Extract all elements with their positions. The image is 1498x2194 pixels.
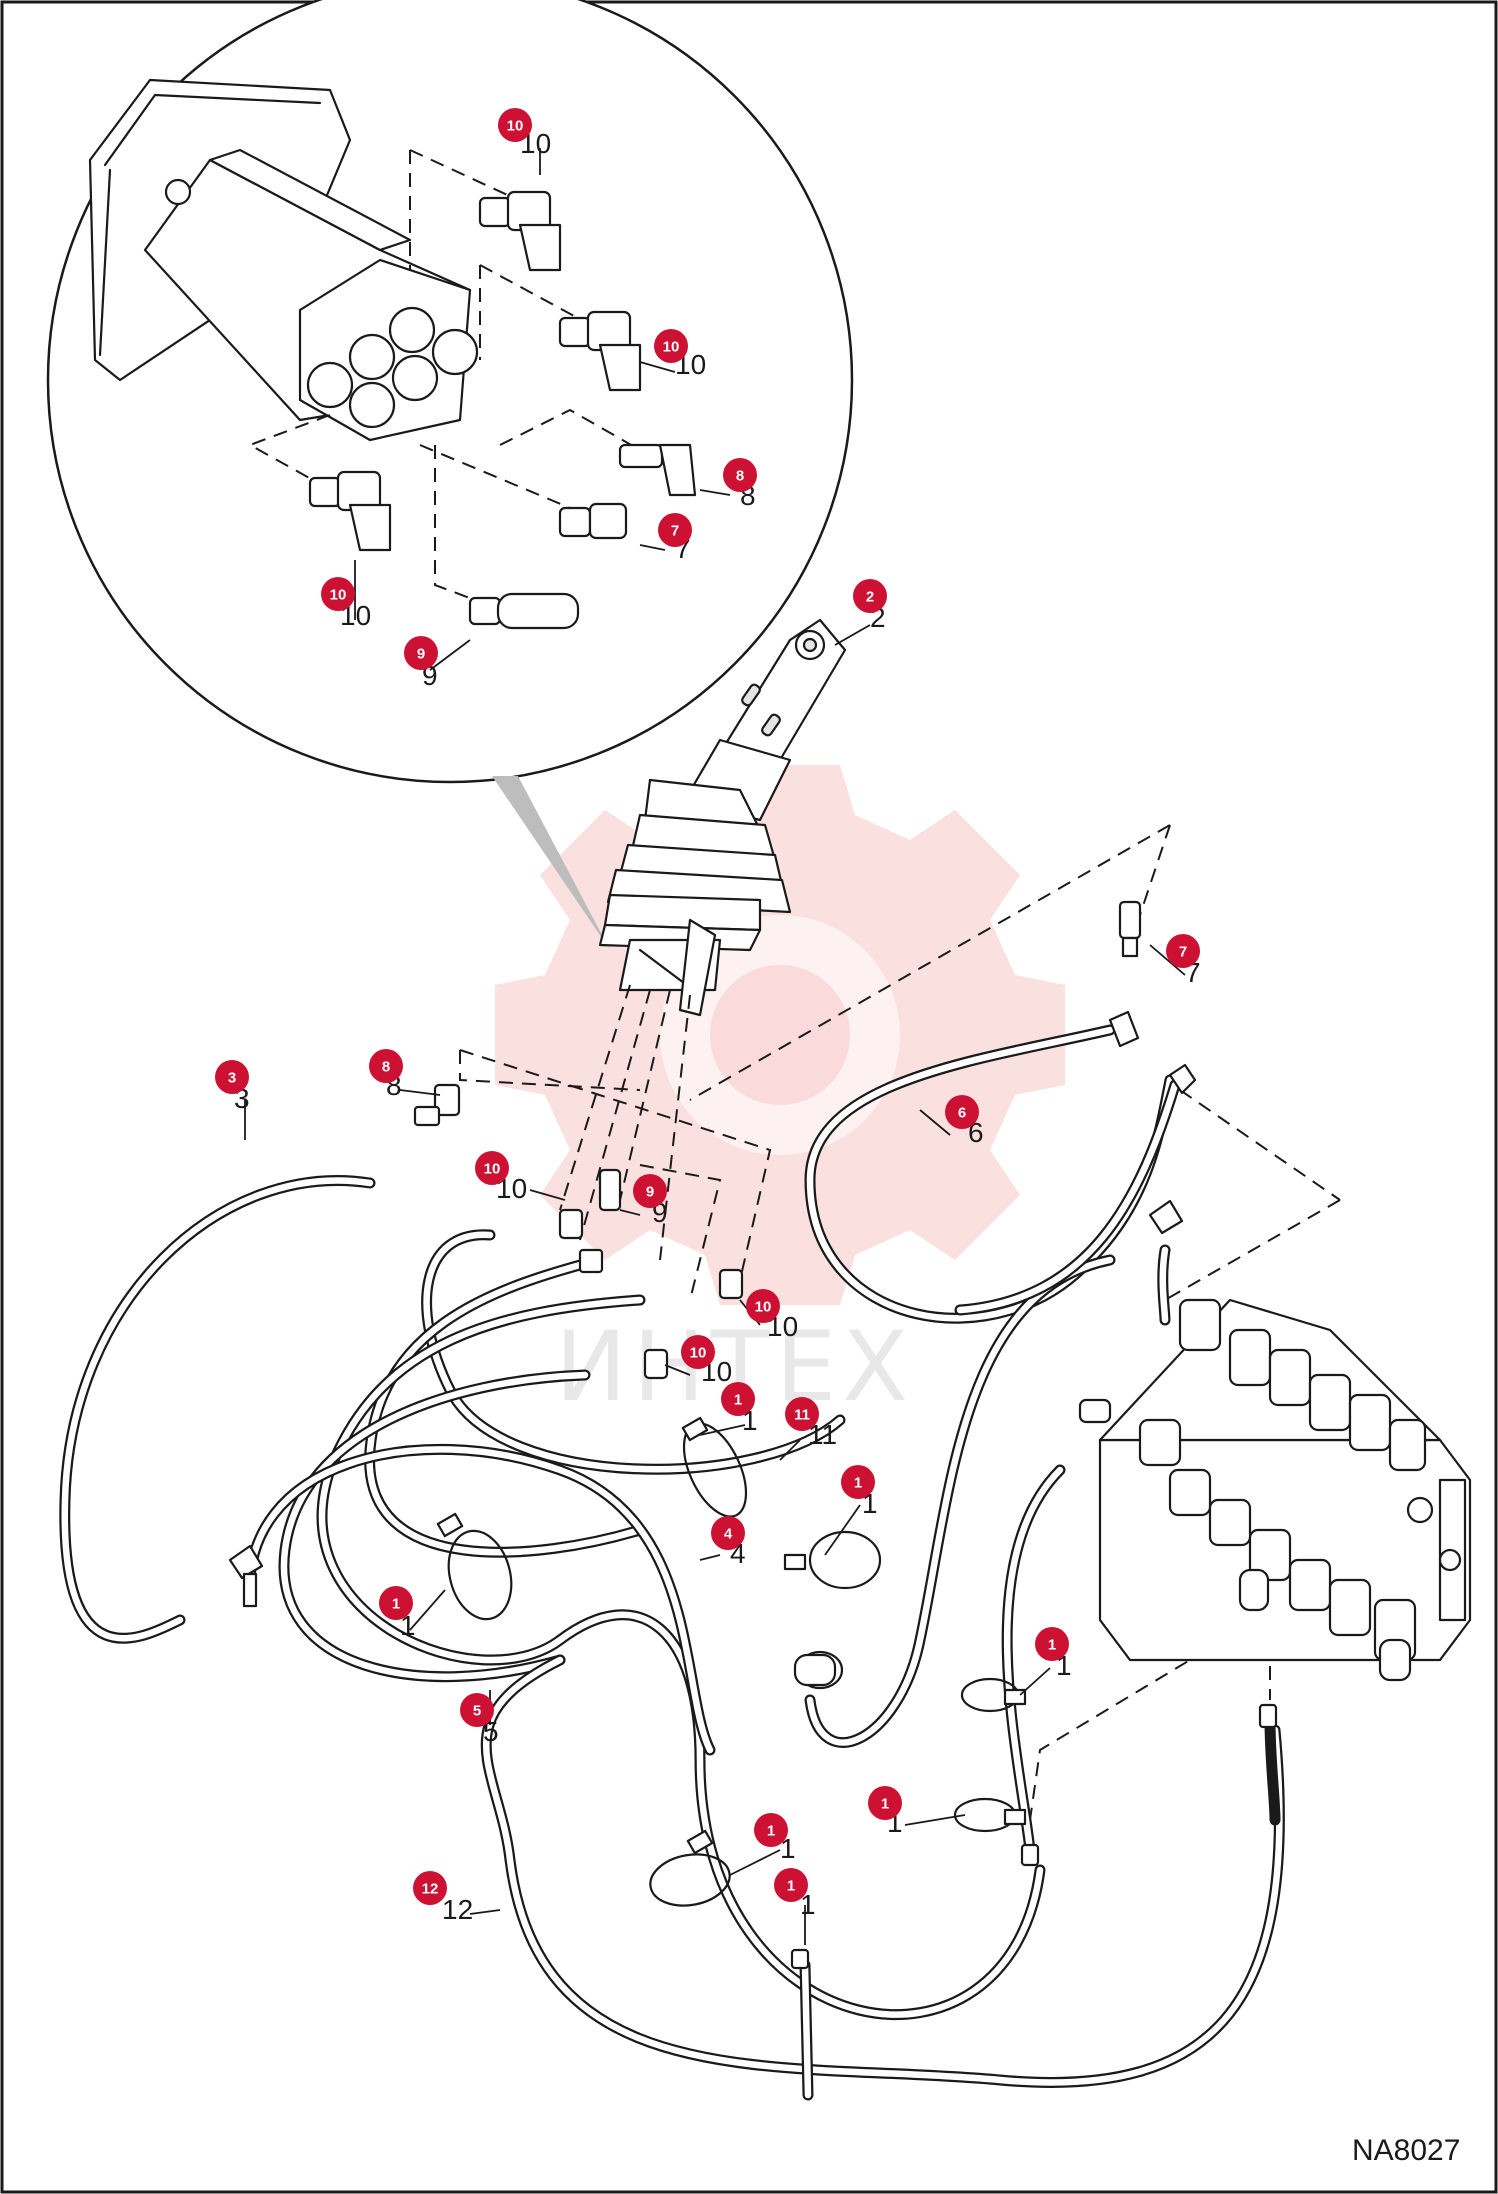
- callout-number: 4: [724, 1526, 733, 1543]
- callout-number: 10: [663, 339, 680, 356]
- callout-number: 1: [767, 1823, 775, 1840]
- callout-badge: 5: [460, 1693, 494, 1727]
- hose-assembly: [59, 1024, 1285, 2101]
- callout-circle: [460, 1693, 494, 1727]
- callout-number: 6: [958, 1105, 966, 1122]
- callout-number: 1: [854, 1475, 862, 1492]
- callout-badge: 1: [868, 1786, 902, 1820]
- control-valve: [1078, 1298, 1472, 1682]
- callout-number: 10: [330, 587, 347, 604]
- callout-number: 7: [1179, 944, 1187, 961]
- callout-badge: 10: [321, 577, 355, 611]
- callout-badge: 9: [633, 1174, 667, 1208]
- pressure-sensor-fitting: [468, 592, 580, 630]
- callout-number: 12: [422, 1881, 439, 1898]
- callout-badge: 6: [945, 1095, 979, 1129]
- elbow-fitting: [308, 470, 392, 552]
- part-number-label: 12: [442, 1894, 473, 1925]
- callout-number: 9: [646, 1184, 654, 1201]
- callout-number: 9: [417, 646, 425, 663]
- callout-circle: [746, 1289, 780, 1323]
- straight-elbow-fitting: [618, 443, 697, 497]
- callout-number: 8: [382, 1059, 390, 1076]
- callout-badge: 11: [785, 1397, 819, 1431]
- joystick-assembly: [598, 618, 847, 1017]
- callout-badge: 7: [1166, 934, 1200, 968]
- callout-circle: [723, 458, 757, 492]
- callout-circle: [498, 108, 532, 142]
- callout-badge: 3: [215, 1060, 249, 1094]
- callout-circle: [774, 1868, 808, 1902]
- callout-circle: [1035, 1627, 1069, 1661]
- callout-number: 3: [228, 1070, 236, 1087]
- callout-badge: 1: [379, 1586, 413, 1620]
- callout-circle: [853, 579, 887, 613]
- callout-badge: 10: [681, 1335, 715, 1369]
- callout-number: 1: [734, 1392, 742, 1409]
- callout-number: 10: [484, 1161, 501, 1178]
- callout-number: 7: [671, 523, 679, 540]
- callout-circle: [475, 1151, 509, 1185]
- part-number-label: 1: [800, 1889, 816, 1920]
- callout-badge: 9: [404, 636, 438, 670]
- callout-badge: 7: [658, 513, 692, 547]
- callout-number: 1: [787, 1878, 795, 1895]
- callout-circle: [754, 1813, 788, 1847]
- callout-badge: 1: [721, 1382, 755, 1416]
- diagram-code: NA8027: [1352, 2134, 1460, 2167]
- callout-number: 8: [736, 468, 744, 485]
- callout-circle: [633, 1174, 667, 1208]
- elbow-fitting: [478, 190, 562, 272]
- callout-number: 2: [866, 589, 874, 606]
- callout-badge: 8: [369, 1049, 403, 1083]
- callout-badge: 1: [1035, 1627, 1069, 1661]
- callout-number: 10: [755, 1299, 772, 1316]
- callout-circle: [215, 1060, 249, 1094]
- callout-circle: [379, 1586, 413, 1620]
- callout-number: 10: [690, 1345, 707, 1362]
- valve-section-caps: [1078, 1298, 1467, 1682]
- cable-ties: [436, 1416, 1027, 1907]
- callout-badge: 4: [711, 1516, 745, 1550]
- callout-circle: [369, 1049, 403, 1083]
- callout-badge: 12: [413, 1871, 447, 1905]
- callout-circle: [321, 577, 355, 611]
- callout-badge: 10: [654, 329, 688, 363]
- callout-number: 1: [881, 1796, 889, 1813]
- callout-number: 5: [473, 1703, 481, 1720]
- callout-circle: [658, 513, 692, 547]
- callout-badge: 1: [841, 1465, 875, 1499]
- leader-lines: [244, 148, 1186, 1945]
- callout-circle: [841, 1465, 875, 1499]
- callout-badge: 10: [498, 108, 532, 142]
- callout-number: 1: [392, 1596, 400, 1613]
- fittings: [228, 900, 1278, 1970]
- callout-badge: 10: [746, 1289, 780, 1323]
- straight-fitting: [558, 502, 628, 540]
- callout-circle: [785, 1397, 819, 1431]
- elbow-fitting: [558, 310, 642, 392]
- callout-badge: 8: [723, 458, 757, 492]
- callout-circle: [404, 636, 438, 670]
- callout-circle: [1166, 934, 1200, 968]
- callout-circle: [654, 329, 688, 363]
- callout-number: 11: [794, 1407, 810, 1424]
- callout-circle: [681, 1335, 715, 1369]
- callout-badge: 1: [754, 1813, 788, 1847]
- callout-circle: [721, 1382, 755, 1416]
- callout-circle: [711, 1516, 745, 1550]
- callout-number: 10: [507, 118, 524, 135]
- callout-circle: [868, 1786, 902, 1820]
- callout-badge: 2: [853, 579, 887, 613]
- callout-circle: [413, 1871, 447, 1905]
- callout-number: 1: [1048, 1637, 1056, 1654]
- callout-circle: [945, 1095, 979, 1129]
- callout-badge: 10: [475, 1151, 509, 1185]
- detail-view: [46, 0, 854, 950]
- callout-badge: 1: [774, 1868, 808, 1902]
